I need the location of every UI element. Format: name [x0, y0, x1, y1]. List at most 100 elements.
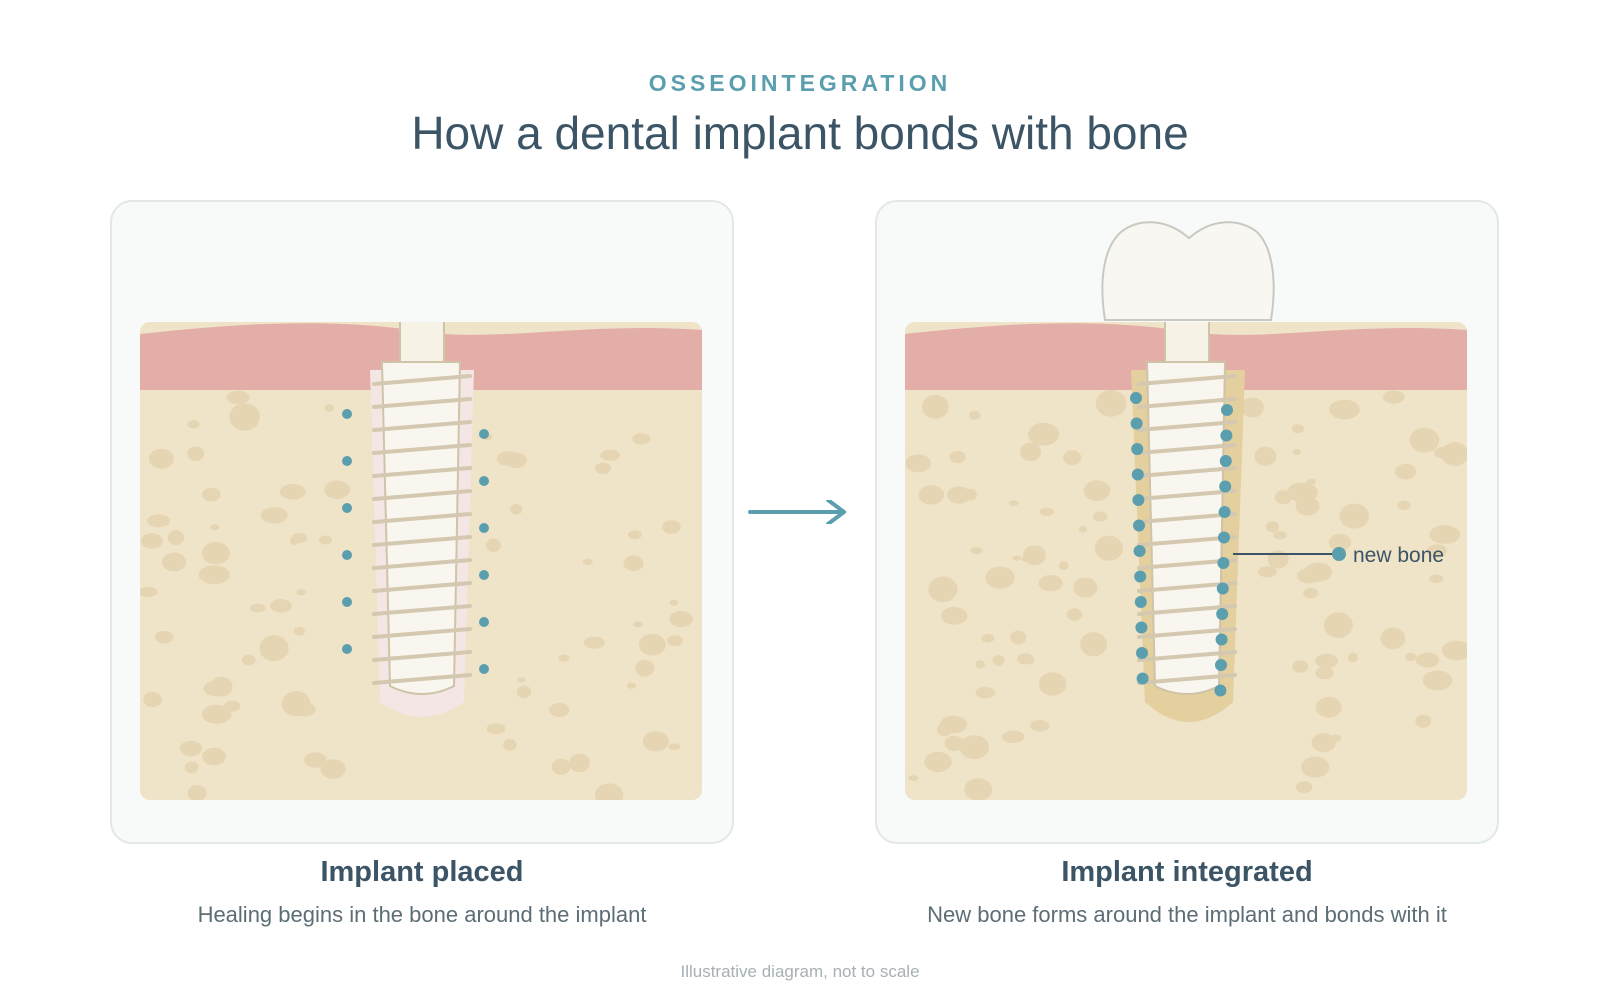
- bone-speck: [635, 659, 655, 677]
- bone-speck: [1297, 568, 1321, 584]
- bone-speck: [633, 621, 643, 628]
- bone-speck: [928, 576, 958, 603]
- bone-speck: [187, 785, 207, 800]
- bone-speck: [1328, 533, 1352, 551]
- bone-cell: [1219, 455, 1232, 467]
- bone-cell: [1216, 608, 1229, 620]
- bone-speck: [970, 547, 983, 554]
- bone-speck: [1397, 500, 1411, 510]
- healing-cell: [342, 597, 352, 607]
- bone-speck: [583, 636, 605, 649]
- bone-speck: [202, 747, 226, 766]
- bone-speck: [1409, 427, 1440, 453]
- healing-cell: [342, 644, 352, 654]
- thread-line: [372, 512, 472, 524]
- bone-speck: [296, 589, 306, 596]
- healing-cell: [342, 550, 352, 560]
- bone-speck: [293, 626, 305, 636]
- bone-speck: [924, 751, 952, 773]
- bone-speck: [944, 735, 964, 752]
- panel-implant-placed: [110, 200, 734, 844]
- bone-speck: [242, 654, 256, 666]
- implant-placed-illustration: [140, 322, 702, 800]
- thread-line: [1137, 489, 1237, 501]
- healing-cell: [479, 617, 489, 627]
- thread-line: [372, 558, 472, 570]
- healing-cell: [342, 456, 352, 466]
- bone-speck: [148, 448, 174, 469]
- bone-speck: [161, 552, 187, 572]
- healing-cells: [342, 409, 489, 674]
- bone-speck: [1012, 555, 1022, 561]
- implant-integrated-illustration: new bone: [905, 221, 1467, 800]
- bone-speck: [249, 603, 266, 613]
- bone-cell: [1136, 647, 1148, 659]
- bone-speck: [140, 533, 163, 549]
- bone-speck: [1092, 511, 1108, 522]
- healing-cell: [342, 409, 352, 419]
- panel-title-placed: Implant placed: [320, 856, 524, 888]
- bone-speck: [187, 446, 205, 461]
- bone-speck: [1329, 399, 1360, 420]
- bone-speck: [1286, 482, 1318, 503]
- panel-subtitle-integrated: New bone forms around the implant and bo…: [927, 902, 1447, 927]
- bone-cell: [1131, 443, 1144, 455]
- bone-speck: [623, 555, 644, 572]
- bone-speck: [1258, 566, 1277, 578]
- bone-speck: [963, 742, 972, 749]
- bone-speck: [1291, 424, 1304, 434]
- bone-speck: [279, 484, 306, 500]
- bone-speck: [1311, 733, 1336, 753]
- bone-speck: [551, 758, 571, 775]
- bone-speck: [270, 599, 292, 613]
- bone-speck: [669, 599, 679, 606]
- bone-speck: [516, 685, 532, 699]
- bone-speck: [627, 682, 637, 689]
- bone-cell: [1130, 392, 1142, 404]
- bone-speck: [1307, 478, 1316, 485]
- bone-cell: [1220, 429, 1233, 442]
- bone-cell: [1131, 468, 1144, 481]
- bone-speck: [143, 691, 162, 708]
- bone-speck: [642, 731, 669, 752]
- bone-speck: [1380, 627, 1406, 650]
- bone-speck: [1010, 630, 1027, 645]
- bone-speck: [503, 739, 517, 751]
- bone-speck: [1028, 422, 1060, 446]
- panel-implant-integrated: new bone: [875, 200, 1499, 844]
- bone-speck: [1030, 720, 1050, 732]
- bone-speck: [1292, 660, 1309, 673]
- bone-speck: [1039, 507, 1054, 516]
- bone-speck: [184, 761, 199, 774]
- bone-speck: [1063, 450, 1082, 466]
- bone-speck: [940, 606, 968, 625]
- bone-speck: [304, 752, 327, 768]
- bone-speck: [179, 740, 203, 757]
- bone-speck: [1429, 525, 1461, 544]
- bone-speck: [154, 630, 174, 644]
- implant-screw: [380, 361, 462, 695]
- thread-line: [372, 443, 472, 455]
- bone-speck: [1394, 463, 1417, 480]
- bone-speck: [198, 565, 230, 585]
- bone-specks: [140, 390, 693, 800]
- thread-line: [1137, 443, 1237, 455]
- bone-speck: [632, 433, 651, 445]
- bone-speck: [510, 503, 523, 515]
- bone-speck: [226, 390, 250, 405]
- footnote: Illustrative diagram, not to scale: [680, 962, 920, 981]
- bone-speck: [936, 723, 953, 737]
- bone-cell: [1134, 570, 1147, 583]
- bone-speck: [1441, 640, 1467, 661]
- implant-threads: [1137, 374, 1237, 685]
- bone-speck: [1017, 653, 1034, 665]
- bone-speck: [595, 783, 624, 800]
- bone-speck: [281, 691, 311, 717]
- bone-speck: [1008, 500, 1019, 506]
- bone-speck: [496, 451, 522, 466]
- thread-line: [372, 604, 472, 616]
- bone-speck: [669, 610, 693, 628]
- bone-cell: [1218, 506, 1231, 518]
- bone-speck: [324, 404, 334, 412]
- healing-cell: [479, 429, 489, 439]
